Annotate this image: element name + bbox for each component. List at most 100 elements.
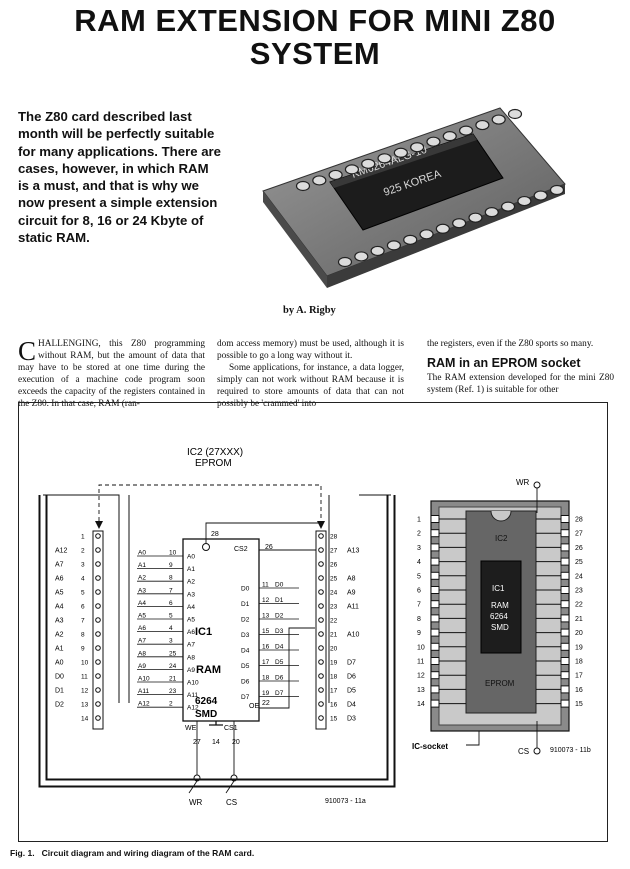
socket-pin-number: 9 <box>81 646 85 653</box>
ic1-data-number: 12 <box>262 597 270 604</box>
title-line-1: RAM EXTENSION FOR MINI Z80 <box>74 3 556 38</box>
ic1-type: RAM <box>196 664 221 676</box>
ic1-data-number: 16 <box>262 644 270 651</box>
ic1-pin-number: 24 <box>169 663 177 670</box>
ic1-data-number: 11 <box>262 582 269 589</box>
ic1-package: SMD <box>195 709 217 720</box>
eprom-sub-label: EPROM <box>195 458 232 469</box>
socket-pin <box>458 125 474 136</box>
ic1-pin-number: 10 <box>169 550 177 557</box>
socket-pin-circle <box>95 533 101 539</box>
ic1-pin-number: 8 <box>169 575 173 582</box>
wiring-pin-number: 24 <box>575 573 583 580</box>
eprom-label: EPROM <box>485 679 515 688</box>
byline: by A. Rigby <box>283 305 336 316</box>
ic1-input-label: A3 <box>138 587 146 594</box>
socket-pin-circle <box>318 603 324 609</box>
eprom-ic-label: IC2 (27XXX) <box>187 447 243 458</box>
socket-pin-circle <box>318 617 324 623</box>
ic1-pin-number: 3 <box>169 638 173 645</box>
ic1-pin-name: A5 <box>187 617 195 624</box>
socket-signal-label: A6 <box>55 576 64 583</box>
wr-terminal: WR <box>189 798 203 807</box>
wiring-pin-pad <box>430 628 440 637</box>
ic1-pin-name: A6 <box>187 629 195 636</box>
wiring-pin-number: 6 <box>417 588 421 595</box>
socket-pin-circle <box>318 547 324 553</box>
socket-pin <box>426 136 441 147</box>
socket-pin-circle <box>95 687 101 693</box>
socket-pin <box>507 108 523 120</box>
wiring-pin-number: 17 <box>575 673 583 680</box>
socket-signal-label: D4 <box>347 702 356 709</box>
socket-pin <box>533 190 548 201</box>
wiring-pin-pad <box>430 515 440 523</box>
wiring-diagram: IC2 IC1 RAM 6264 SMD EPROM 1234567891011… <box>412 478 591 756</box>
socket-pin-number: 17 <box>330 688 338 695</box>
wiring-ic1-package: SMD <box>491 623 509 632</box>
article-title: RAM EXTENSION FOR MINI Z80 SYSTEM <box>0 4 630 70</box>
socket-pin-number: 8 <box>81 632 85 639</box>
socket-pin <box>468 212 483 223</box>
ic1-pin-name: A2 <box>187 579 195 586</box>
socket-pin-number: 24 <box>330 590 338 597</box>
cs1-pin: CS1 <box>224 725 238 732</box>
ic1-input-label: A10 <box>138 676 150 683</box>
socket-pins-top <box>295 108 523 192</box>
ic1-input-label: A9 <box>138 663 146 670</box>
wiring-pin-number: 14 <box>417 701 425 708</box>
schematic-code: 910073 - 11a <box>325 798 366 805</box>
socket-pin <box>361 158 376 169</box>
socket-pin-number: 23 <box>330 604 338 611</box>
socket-signal-label: A1 <box>55 646 64 653</box>
caption-text: Circuit diagram and wiring diagram of th… <box>41 848 255 858</box>
wiring-pin-pad <box>560 600 570 609</box>
socket-pin-number: 7 <box>81 618 85 625</box>
ic1-input-label: A2 <box>138 575 146 582</box>
socket-pin-number: 16 <box>330 702 338 709</box>
wiring-pin-number: 5 <box>417 573 421 580</box>
socket-pin-circle <box>95 659 101 665</box>
socket-pin-number: 20 <box>330 646 338 653</box>
circuit-diagram: IC2 (27XXX) EPROM 12A123A74A65A56A47A38A… <box>38 447 396 807</box>
socket-signal-label: D1 <box>55 688 64 695</box>
ic1-pin-number: 25 <box>169 650 177 657</box>
wiring-code: 910073 - 11b <box>550 747 591 754</box>
ic1-input-label: A5 <box>138 613 146 620</box>
socket-pin-circle <box>95 603 101 609</box>
wiring-pin-number: 7 <box>417 602 421 609</box>
wiring-pin-number: 22 <box>575 602 583 609</box>
wiring-ic1-type: RAM <box>491 601 509 610</box>
socket-pin <box>442 131 457 142</box>
socket-signal-label: A11 <box>347 604 359 611</box>
socket-pin-number: 21 <box>330 632 338 639</box>
wiring-cs-terminal: CS <box>518 747 529 756</box>
ic1-data-pin: D5 <box>241 663 250 670</box>
socket-pin <box>517 195 532 207</box>
wiring-pin-pad <box>560 657 570 665</box>
socket-pin-circle <box>318 673 324 679</box>
socket-pin-circle <box>318 715 324 721</box>
socket-pin <box>484 207 499 218</box>
wiring-pin-number: 23 <box>575 588 583 595</box>
wiring-pin-pad <box>560 699 570 708</box>
wiring-pin-pad <box>430 557 440 566</box>
socket-pin-number: 11 <box>81 674 88 681</box>
wiring-pin-pad <box>430 529 440 538</box>
wiring-pin-number: 27 <box>575 531 583 538</box>
ic1-input-label: A8 <box>138 650 146 657</box>
socket-pin-number: 28 <box>330 534 338 541</box>
figure-caption: Fig. 1. Circuit diagram and wiring diagr… <box>10 848 254 858</box>
socket-pin-number: 19 <box>330 660 338 667</box>
socket-signal-label: A8 <box>347 576 356 583</box>
wiring-socket-pins: 1234567891011121314282726252423222120191… <box>417 515 583 708</box>
wiring-pin-pad <box>560 685 570 694</box>
socket-signal-label: A10 <box>347 632 360 639</box>
wiring-pin-pad <box>430 543 440 552</box>
pin-22-label: 22 <box>262 700 270 707</box>
left-socket-pins: 12A123A74A65A56A47A38A29A110A011D012D113… <box>55 533 101 723</box>
ic1-data-number: 18 <box>262 675 270 682</box>
ic1-data-label: D6 <box>275 675 284 682</box>
ic1-pin-name: A3 <box>187 591 195 598</box>
